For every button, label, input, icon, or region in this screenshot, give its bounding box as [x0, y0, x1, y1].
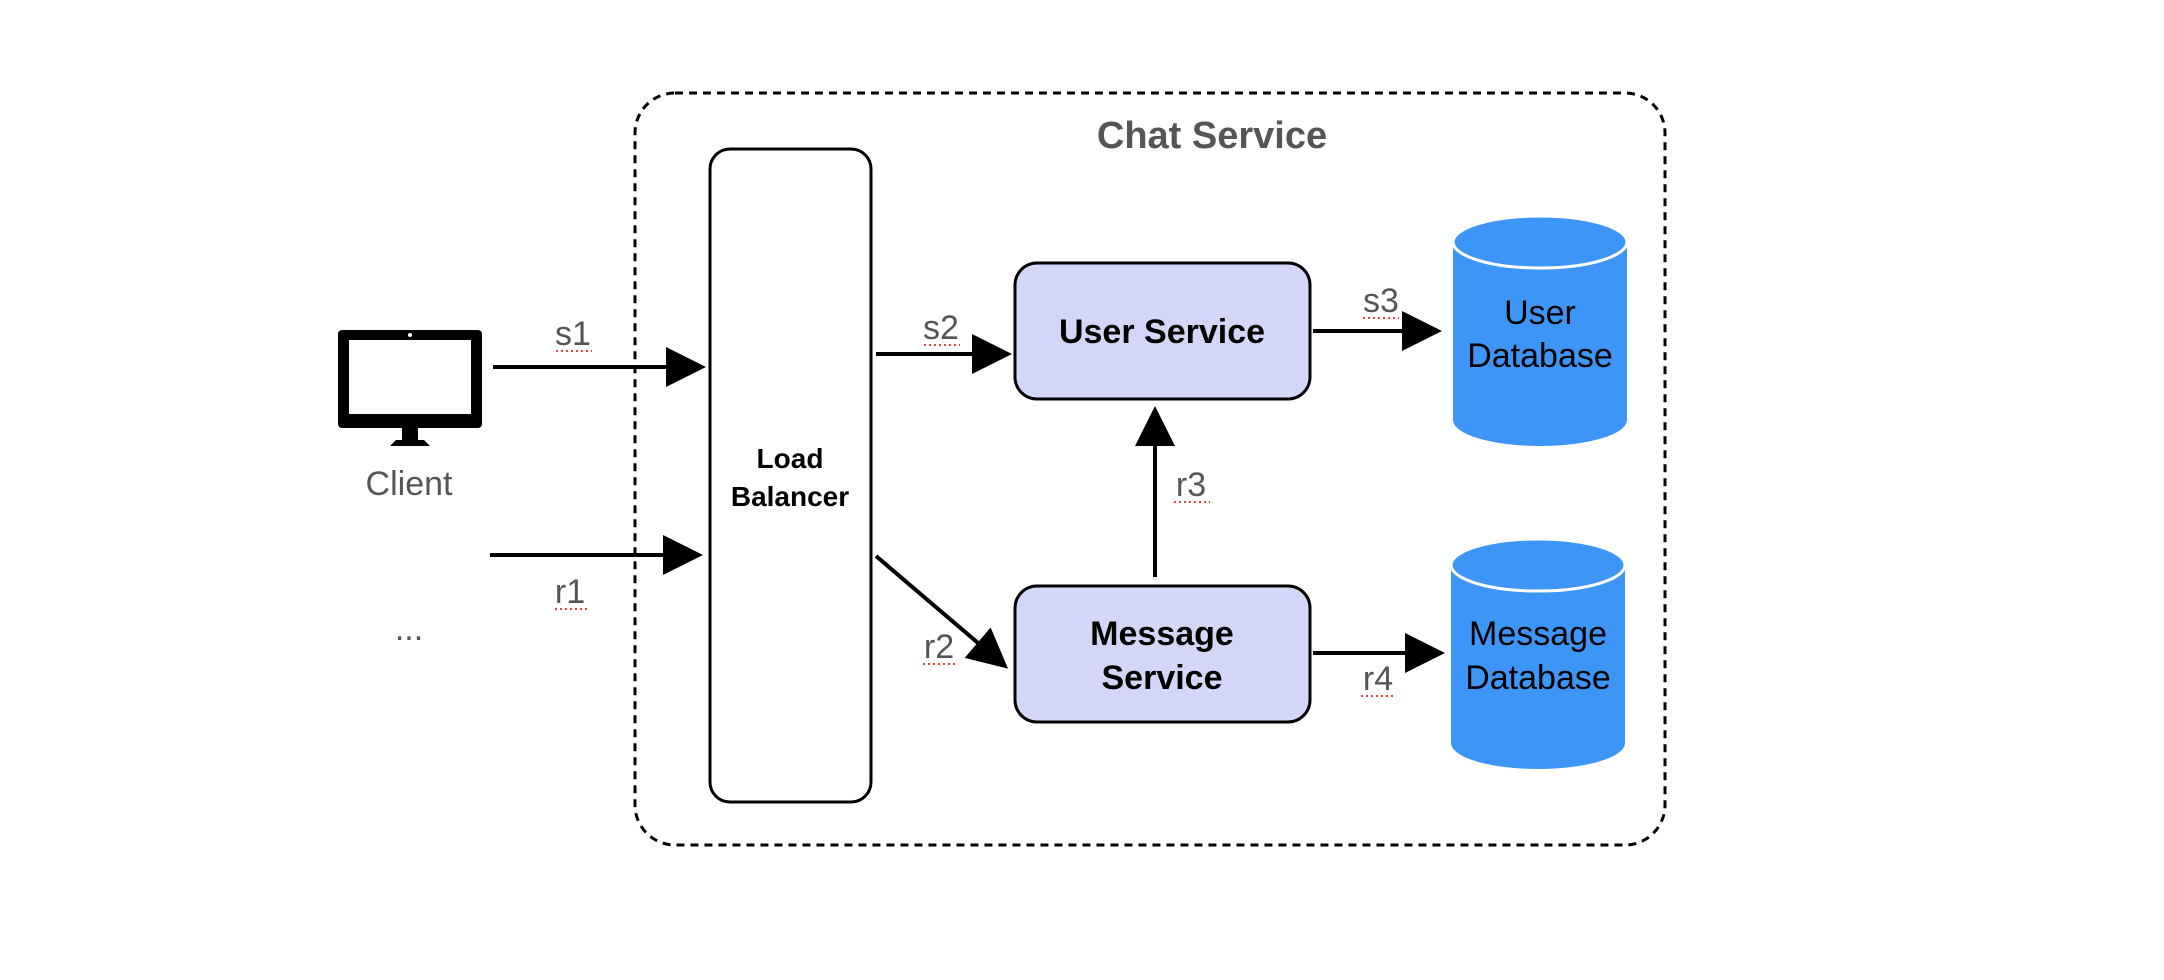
arrow-r2 [874, 554, 1009, 669]
message-service-label-line2: Service [1102, 659, 1223, 697]
chat-service-title: Chat Service [1097, 115, 1327, 157]
client-label: Client [366, 465, 453, 503]
message-database-label-line2: Database [1465, 659, 1611, 697]
message-database-cylinder[interactable] [1449, 537, 1627, 769]
user-database-label-line2: Database [1467, 337, 1613, 375]
edge-label-r1: r1 [555, 573, 585, 611]
user-database-label-line1: User [1504, 294, 1576, 332]
edge-label-s3: s3 [1363, 282, 1399, 320]
load-balancer-box[interactable] [708, 147, 873, 804]
chat-service-container [633, 91, 1667, 847]
edge-label-s2: s2 [923, 309, 959, 347]
user-database-cylinder[interactable] [1451, 214, 1629, 446]
message-database-label-line1: Message [1469, 615, 1607, 653]
edge-label-s1: s1 [555, 315, 591, 353]
message-service-label-line1: Message [1090, 615, 1234, 653]
edge-label-r2: r2 [924, 628, 954, 666]
client-ellipsis: ... [395, 610, 423, 648]
edge-label-r4: r4 [1363, 660, 1393, 698]
load-balancer-label-line1: Load [757, 443, 824, 474]
load-balancer-label-line2: Balancer [731, 481, 849, 512]
monitor-icon [338, 330, 482, 446]
user-service-label: User Service [1059, 313, 1265, 351]
user-service-box[interactable] [1013, 261, 1312, 401]
edge-label-r3: r3 [1176, 466, 1206, 504]
message-service-box[interactable] [1013, 584, 1312, 724]
